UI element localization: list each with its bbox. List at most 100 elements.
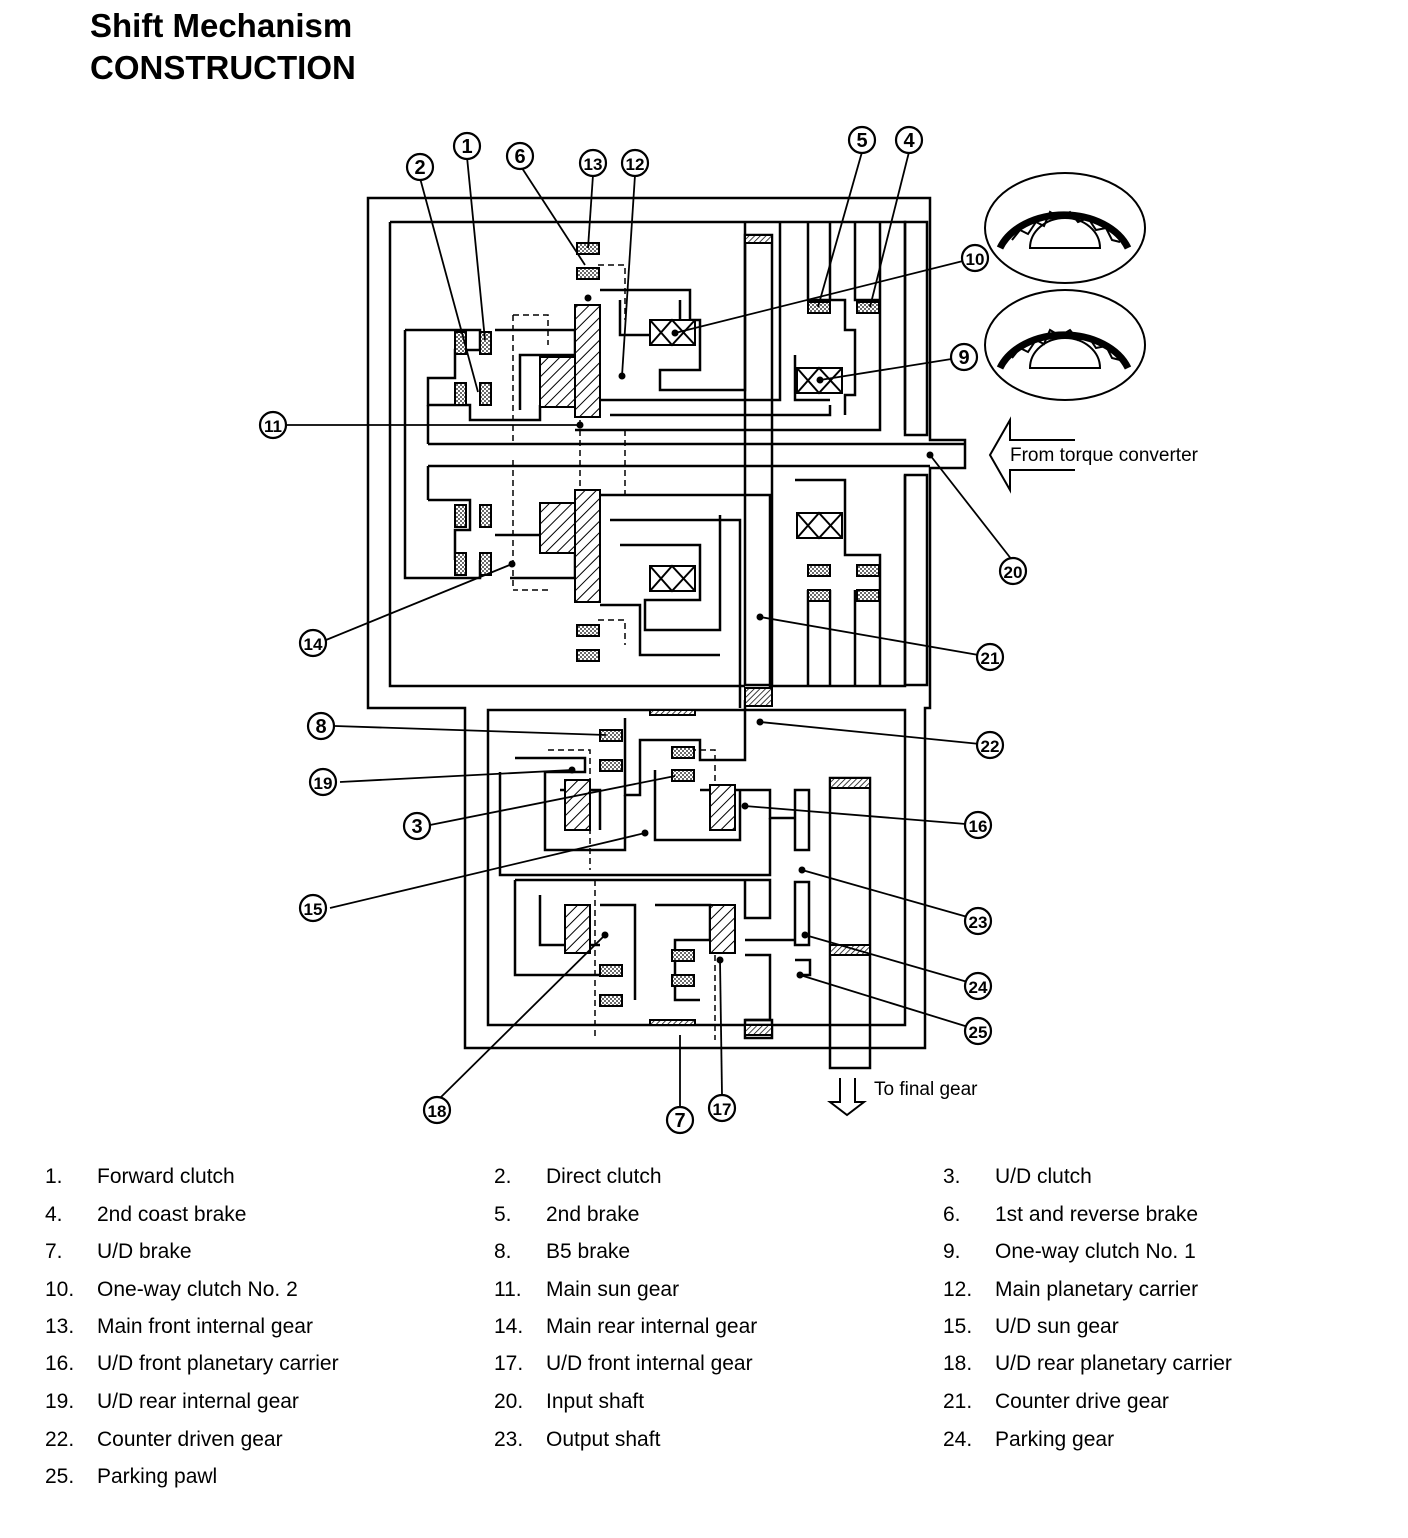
- callout-22-label: 22: [981, 737, 1000, 756]
- legend-label: U/D sun gear: [995, 1315, 1119, 1338]
- legend-number: 13.: [45, 1315, 75, 1338]
- callout-16: 16: [963, 810, 993, 840]
- legend-number: 21.: [943, 1390, 973, 1413]
- arrows: [827, 416, 1075, 1117]
- callout-circles: 1 2 3 4 5 6 7 8 9 10 11 12 13 14 15 16 1…: [258, 125, 1028, 1135]
- callout-13: 13: [578, 148, 608, 178]
- clutch-plates: [454, 242, 880, 1007]
- callout-20: 20: [998, 556, 1028, 586]
- legend-label: U/D clutch: [995, 1165, 1092, 1188]
- callout-7-label: 7: [674, 1110, 685, 1132]
- legend-label: Main sun gear: [546, 1278, 680, 1301]
- legend-number: 10.: [45, 1278, 75, 1301]
- to-final-gear-label: To final gear: [874, 1079, 978, 1100]
- callout-23: 23: [963, 906, 993, 936]
- legend-number: 9.: [943, 1240, 961, 1263]
- callout-9-label: 9: [958, 347, 969, 369]
- callout-2-label: 2: [414, 157, 425, 179]
- legend-number: 4.: [45, 1203, 63, 1226]
- dashed-lines: [512, 264, 716, 1040]
- callout-15-label: 15: [304, 900, 323, 919]
- legend-number: 15.: [943, 1315, 973, 1338]
- legend-label: Input shaft: [546, 1390, 645, 1413]
- legend-number: 5.: [494, 1203, 512, 1226]
- callout-16-label: 16: [969, 817, 988, 836]
- legend-label: B5 brake: [546, 1240, 631, 1263]
- legend-number: 6.: [943, 1203, 961, 1226]
- one-way-clutch-icons: [649, 318, 843, 593]
- callout-10-label: 10: [966, 250, 985, 269]
- legend-label: Main front internal gear: [97, 1315, 313, 1338]
- one-way-clutch-insets: [984, 172, 1146, 401]
- callout-1: 1: [452, 131, 482, 161]
- callout-5: 5: [847, 125, 877, 155]
- callout-21-label: 21: [981, 649, 1000, 668]
- callout-21: 21: [975, 642, 1005, 672]
- legend-label: Output shaft: [546, 1428, 661, 1451]
- from-torque-converter-label: From torque converter: [1010, 445, 1199, 466]
- callout-12-label: 12: [626, 155, 645, 174]
- legend-number: 24.: [943, 1428, 973, 1451]
- callout-23-label: 23: [969, 913, 988, 932]
- legend-number: 3.: [943, 1165, 961, 1188]
- callout-8: 8: [306, 711, 336, 741]
- planetary-gears: [539, 234, 871, 1036]
- callout-24-label: 24: [969, 978, 988, 997]
- callout-12: 12: [620, 148, 650, 178]
- legend-label: 2nd brake: [546, 1203, 640, 1226]
- legend-number: 20.: [494, 1390, 524, 1413]
- legend-number: 11.: [494, 1278, 522, 1301]
- legend-label: Direct clutch: [546, 1165, 662, 1188]
- callout-4: 4: [894, 125, 924, 155]
- callout-19-label: 19: [314, 774, 333, 793]
- legend-number: 14.: [494, 1315, 524, 1338]
- legend-label: 1st and reverse brake: [995, 1203, 1199, 1226]
- legend-label: 2nd coast brake: [97, 1203, 247, 1226]
- callout-17: 17: [707, 1093, 737, 1123]
- callout-19: 19: [308, 767, 338, 797]
- legend-label: U/D rear planetary carrier: [995, 1352, 1232, 1375]
- callout-17-label: 17: [713, 1100, 732, 1119]
- legend-number: 19.: [45, 1390, 75, 1413]
- legend-label: Forward clutch: [97, 1165, 235, 1188]
- legend-label: One-way clutch No. 2: [97, 1278, 298, 1301]
- legend-number: 8.: [494, 1240, 512, 1263]
- legend-number: 2.: [494, 1165, 512, 1188]
- legend-number: 12.: [943, 1278, 973, 1301]
- legend-number: 23.: [494, 1428, 524, 1451]
- callout-2: 2: [405, 152, 435, 182]
- callout-24: 24: [963, 971, 993, 1001]
- leader-lines: [287, 151, 1013, 1110]
- callout-7: 7: [665, 1105, 695, 1135]
- legend-number: 22.: [45, 1428, 75, 1451]
- output-arrow-icon: [827, 1078, 867, 1117]
- callout-6-label: 6: [514, 146, 525, 168]
- callout-9: 9: [949, 342, 979, 372]
- callout-14-label: 14: [304, 635, 323, 654]
- legend-label: Parking pawl: [97, 1465, 218, 1488]
- shift-mechanism-diagram: From torque converter To final gear: [258, 125, 1199, 1135]
- page-subtitle: CONSTRUCTION: [90, 49, 356, 86]
- legend-label: U/D front internal gear: [546, 1352, 753, 1375]
- callout-5-label: 5: [856, 130, 867, 152]
- legend-label: U/D front planetary carrier: [97, 1352, 339, 1375]
- callout-6: 6: [505, 141, 535, 171]
- callout-15: 15: [298, 893, 328, 923]
- callout-13-label: 13: [584, 155, 603, 174]
- callout-1-label: 1: [461, 136, 472, 158]
- legend-number: 18.: [943, 1352, 973, 1375]
- legend-label: Counter drive gear: [995, 1390, 1169, 1413]
- legend-label: One-way clutch No. 1: [995, 1240, 1196, 1263]
- legend-number: 25.: [45, 1465, 75, 1488]
- legend-label: U/D rear internal gear: [97, 1390, 299, 1413]
- legend-label: U/D brake: [97, 1240, 192, 1263]
- legend-number: 16.: [45, 1352, 75, 1375]
- callout-3-label: 3: [411, 816, 422, 838]
- callout-22: 22: [975, 730, 1005, 760]
- callout-18-label: 18: [428, 1102, 447, 1121]
- callout-4-label: 4: [903, 130, 915, 152]
- callout-11: 11: [258, 410, 288, 440]
- input-arrow-icon: [988, 416, 1075, 494]
- callout-25: 25: [963, 1016, 993, 1046]
- callout-20-label: 20: [1004, 563, 1023, 582]
